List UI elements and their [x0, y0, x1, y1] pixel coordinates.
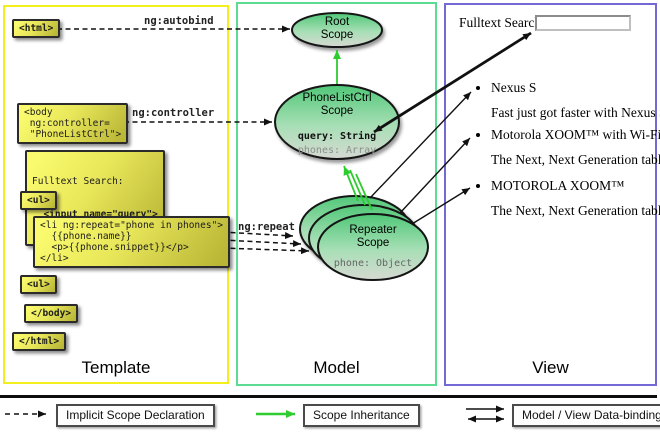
ng-repeat-label: ng:repeat [238, 221, 295, 233]
model-column [236, 2, 437, 386]
query-databinding-arrow [373, 31, 532, 134]
phonelistctrl-scope-props: query: String phones: Array [275, 130, 399, 157]
view-item-title: Nexus S [491, 80, 537, 95]
view-column-title: View [532, 358, 569, 377]
ng-autobind-label: ng:autobind [144, 15, 214, 27]
legend-separator [0, 395, 657, 398]
view-item-desc: Fast just got faster with Nexus S. [491, 105, 660, 120]
bullet-icon [476, 86, 480, 90]
code-html-open: <html> [12, 19, 61, 38]
legend-implicit-scope-declaration: Implicit Scope Declaration [56, 404, 215, 427]
code-fulltext-label: Fulltext Search: [32, 176, 124, 187]
view-item-desc: The Next, Next Generation tablet. [491, 152, 660, 167]
code-ul-close: <ul> [20, 275, 57, 294]
databinding-arrows [369, 31, 532, 225]
implicit-scope-arrows [57, 25, 310, 255]
repeater-scope-stack [299, 195, 429, 281]
code-body-open: <body ng:controller= "PhoneListCtrl"> [17, 103, 129, 144]
fulltext-search-input[interactable] [535, 15, 631, 31]
root-scope-label: Root Scope [320, 16, 354, 41]
template-column-title: Template [81, 358, 151, 377]
view-item-desc: The Next, Next Generation tablet. [491, 203, 660, 218]
phones-array-prop: phones: Array [297, 144, 377, 156]
view-fulltext-search-label: Fulltext Search: [459, 15, 545, 30]
query-string-prop: query: String [297, 131, 377, 142]
code-body-close: </body> [24, 304, 79, 323]
view-column [444, 3, 657, 386]
repeater-scope-ellipse [317, 213, 429, 281]
phone-object-prop: phone: Object [333, 258, 413, 269]
code-li-repeat: <li ng:repeat="phone in phones"> {{phone… [33, 216, 231, 268]
phonelistctrl-scope-label: PhoneListCtrl Scope [302, 92, 372, 117]
ng-controller-label: ng:controller [132, 107, 215, 119]
scope-inheritance-arrows [333, 50, 373, 211]
legend-double-arrow-icon [466, 405, 504, 423]
bullet-icon [476, 184, 480, 188]
repeater-scope-label: Repeater Scope [349, 224, 397, 249]
code-input-query: <input name="query"> [32, 209, 158, 220]
model-column-title: Model [313, 358, 360, 377]
legend-scope-inheritance: Scope Inheritance [303, 404, 420, 427]
bullet-icon [476, 133, 480, 137]
legend-glyphs [5, 405, 504, 423]
view-item-title: MOTOROLA XOOM™ [491, 178, 625, 193]
legend-model-view-databinding: Model / View Data-binding [512, 404, 660, 427]
view-item-title: Motorola XOOM™ with Wi-Fi [491, 127, 660, 142]
template-column [3, 5, 229, 384]
code-html-close: </html> [12, 332, 67, 351]
code-ul-open: <ul> [20, 191, 57, 210]
root-scope-ellipse [291, 12, 383, 48]
